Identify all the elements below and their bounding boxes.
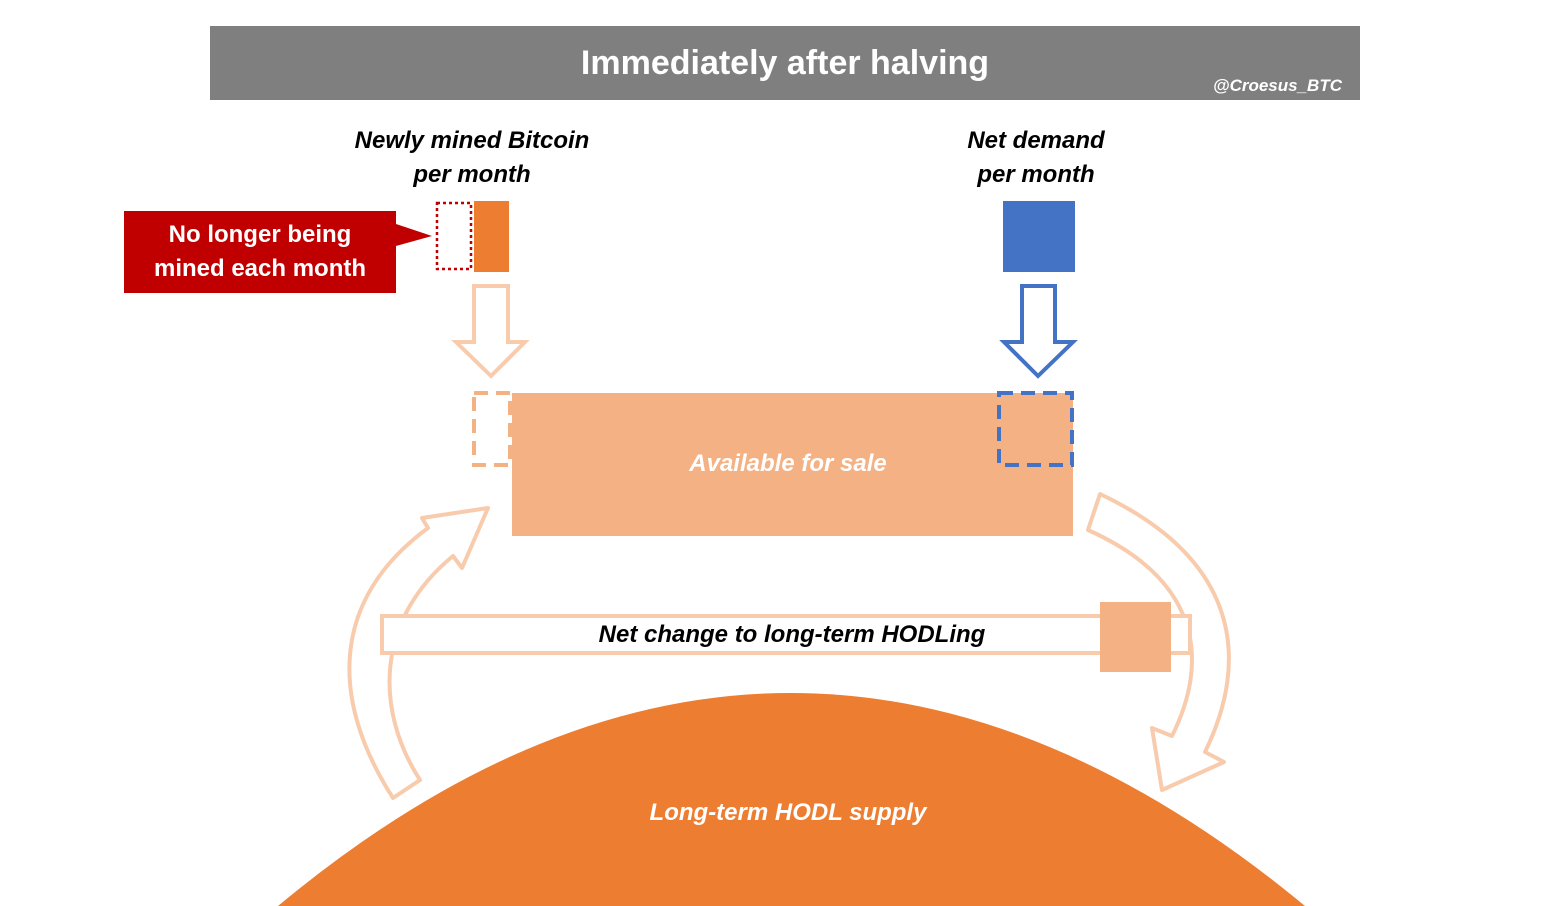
right-curved-arrow <box>1086 492 1231 792</box>
no-longer-mined-block <box>435 201 473 271</box>
missing-supply-slot <box>472 391 512 467</box>
hodl-supply-label: Long-term HODL supply <box>649 799 927 826</box>
net-change-square <box>1100 602 1171 672</box>
title-bar: Immediately after halving @Croesus_BTC <box>210 26 1360 100</box>
demand-label-line-1: Net demand <box>967 127 1105 154</box>
net-demand-block <box>1003 201 1075 272</box>
available-for-sale-box <box>512 393 1073 536</box>
callout-line-2: mined each month <box>153 255 367 282</box>
demand-down-arrow <box>999 284 1078 379</box>
net-change-label: Net change to long-term HODLing <box>598 621 986 648</box>
demand-label-line-2: per month <box>977 161 1095 188</box>
demand-label: Net demand per month <box>886 124 1186 192</box>
mined-down-arrow <box>451 284 530 379</box>
demand-slot <box>997 391 1074 467</box>
left-curved-arrow <box>347 506 490 800</box>
mined-label-line-1: Newly mined Bitcoin <box>354 127 590 154</box>
page-title: Immediately after halving <box>580 44 990 82</box>
callout-text: No longer being mined each month <box>124 218 396 286</box>
author-credit: @Croesus_BTC <box>1213 76 1342 95</box>
net-change-band <box>380 614 1192 655</box>
available-label: Available for sale <box>689 450 887 477</box>
mined-label-line-2: per month <box>413 161 531 188</box>
callout-box <box>124 211 432 293</box>
callout-line-1: No longer being <box>168 221 352 248</box>
mined-label: Newly mined Bitcoin per month <box>322 124 622 192</box>
mined-bitcoin-block <box>474 201 509 272</box>
hodl-supply-dome <box>278 693 1305 906</box>
